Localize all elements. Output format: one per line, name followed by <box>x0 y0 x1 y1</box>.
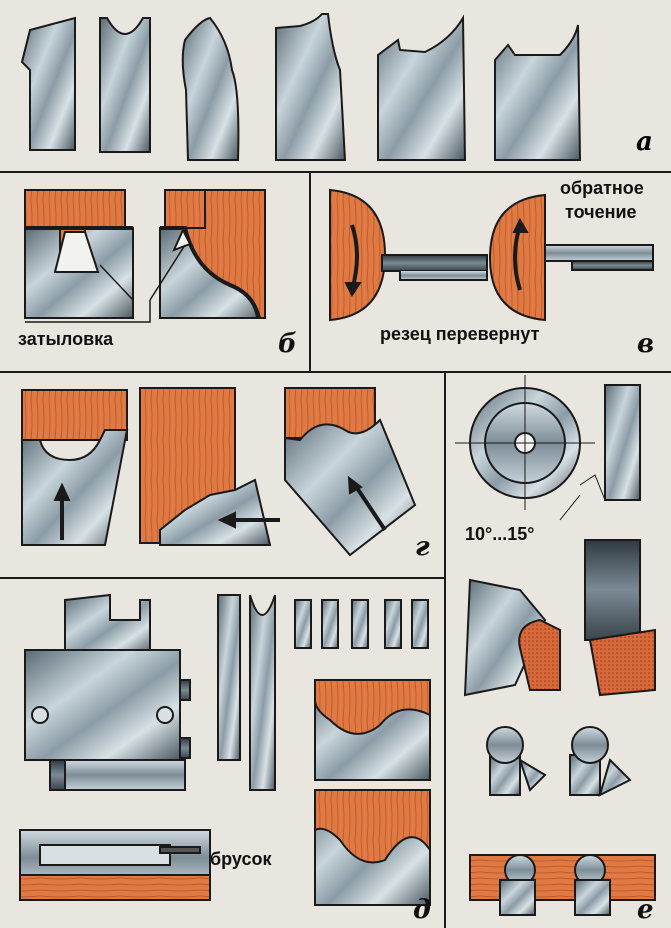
panel-a-knives <box>20 13 582 161</box>
panel-d-letter: д <box>413 895 431 925</box>
panel-e-letter: е <box>637 895 654 925</box>
panel-g-drawing <box>21 387 417 557</box>
panel-b-label: затыловка <box>18 329 114 349</box>
panel-v-letter: в <box>637 329 654 359</box>
panel-a-letter: а <box>636 127 653 157</box>
panel-v-label-top-1: обратное <box>560 178 644 198</box>
panel-v-label-bottom: резец перевернут <box>380 324 540 344</box>
panel-v-drawing <box>329 188 654 322</box>
panel-g-letter: г <box>415 532 430 562</box>
panel-e-angle-label: 10°...15° <box>465 524 534 544</box>
panel-e-drawing <box>455 375 656 916</box>
panel-b-drawing <box>24 189 266 323</box>
panel-d-label: брусок <box>210 849 272 869</box>
panel-borders <box>0 171 671 928</box>
panel-v-label-top-2: точение <box>565 202 637 222</box>
panel-b-letter: б <box>278 329 297 359</box>
panel-d-drawing <box>19 593 431 906</box>
